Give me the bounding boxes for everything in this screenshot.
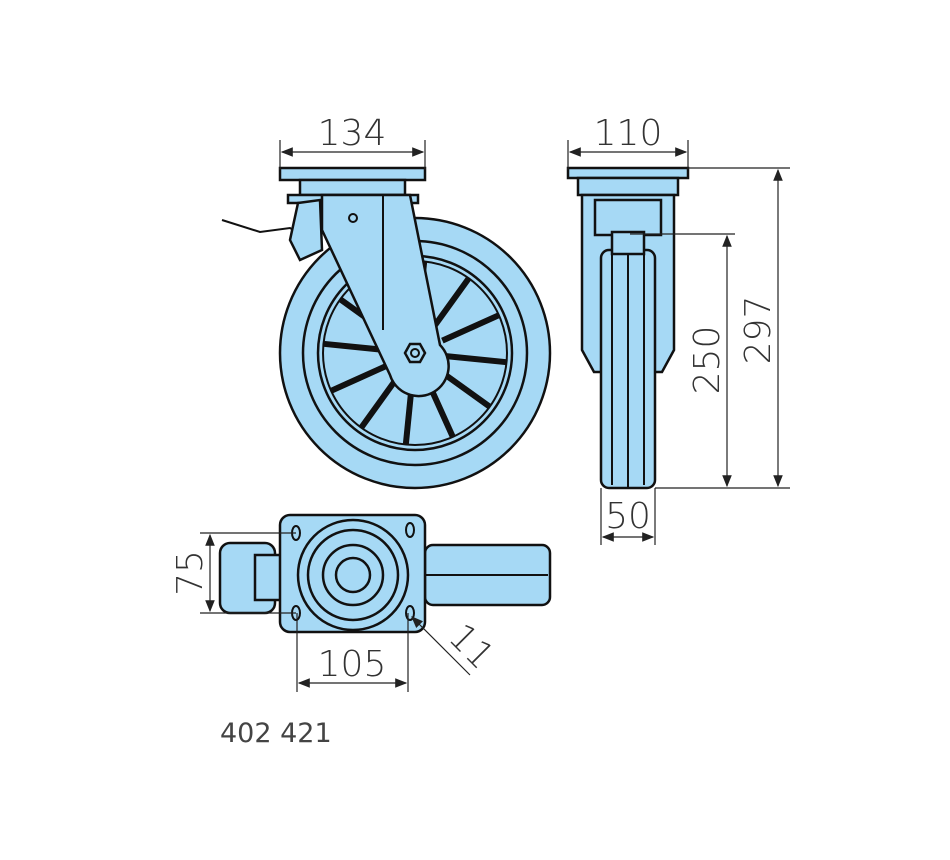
article-number: 402 421 (220, 718, 332, 749)
dim-105: 105 (318, 644, 387, 685)
top-plate (278, 166, 427, 182)
dim-110: 110 (594, 113, 663, 154)
top-view (218, 513, 552, 634)
side-view (566, 166, 690, 490)
front-view (221, 166, 552, 490)
spoke (430, 276, 472, 331)
dim-50: 50 (605, 496, 651, 537)
spoke (329, 362, 389, 394)
dim-134: 134 (318, 113, 387, 154)
brake-mechanism (288, 198, 324, 262)
spoke (358, 375, 400, 430)
spoke (323, 340, 386, 353)
dim-11: 11 (440, 616, 501, 677)
axle-nut (403, 342, 427, 364)
dim-75: 75 (170, 550, 211, 596)
spoke (444, 353, 507, 366)
dimension-lines (200, 140, 790, 692)
dim-250: 250 (687, 326, 728, 395)
dim-297: 297 (738, 296, 779, 365)
spoke (441, 312, 501, 344)
